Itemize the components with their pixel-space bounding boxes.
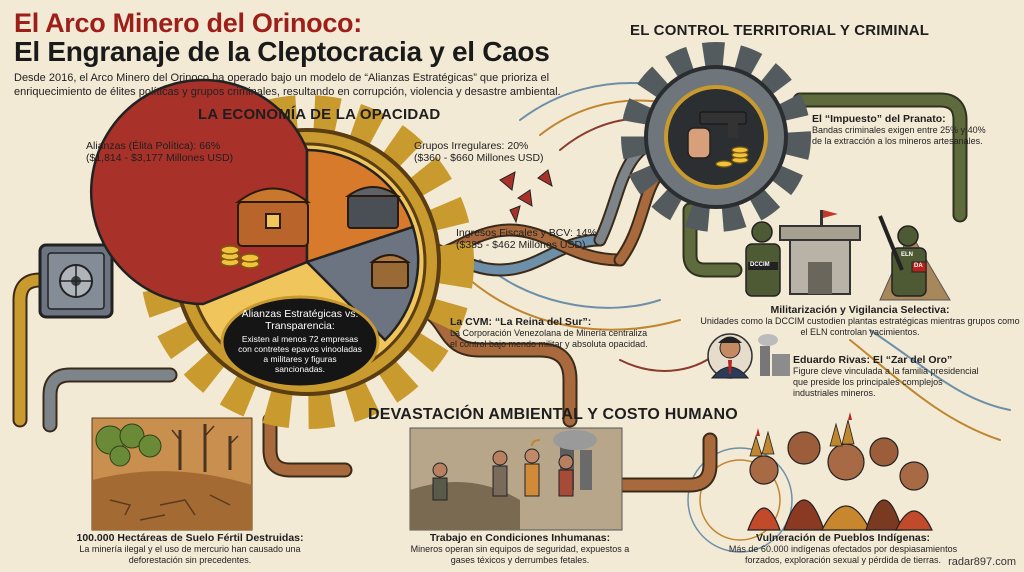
cvm-body: La Corporación Venezolana de Minería cen… [450, 328, 648, 349]
trabajo-block: Trabajo en Condiciones Inhumanas: Minero… [400, 532, 640, 566]
indigenas-block: Vulneración de Pueblos Indígenas: Más de… [718, 532, 968, 566]
soldier-tag-da: DA [914, 263, 923, 269]
cvm-heading: La CVM: “La Reina del Sur”: [450, 316, 592, 328]
fiscales-label: Ingresos Fiscales y BCV: 14% [456, 227, 597, 239]
deforestation-scene [91, 417, 253, 531]
militarizacion-body: Unidades como la DCCIM custodien plantas… [700, 316, 1020, 337]
hectareas-body: La minería ilegal y el uso de mercurio h… [79, 544, 301, 565]
miners-scene [409, 427, 623, 531]
impuesto-body: Bandas criminales exigen entre 25% y 40%… [812, 125, 986, 146]
label-alianzas: Alianzas (Élita Política): 66% ($1,814 -… [86, 140, 233, 164]
hectareas-block: 100.000 Hectáreas de Suelo Fértil Destru… [72, 532, 308, 566]
indigenas-heading: Vulneración de Pueblos Indígenas: [755, 532, 931, 544]
rivas-portrait [707, 333, 790, 379]
impuesto-heading: El “Impuesto” del Pranato: [812, 113, 946, 125]
rivas-heading: Eduardo Rivas: El “Zar del Oro” [793, 354, 953, 366]
soldier-tag-eln: ELN [901, 252, 913, 258]
gear-note-heading: Alianzas Estratégicas vs. Transparencia: [241, 308, 359, 332]
grupos-label: Grupos Irregulares: 20% [414, 140, 529, 152]
gear-center-note: Alianzas Estratégicas vs. Transparencia:… [238, 308, 362, 374]
trabajo-body: Mineros operan sin equipos de seguridad,… [410, 544, 630, 565]
rivas-block: Eduardo Rivas: El “Zar del Oro” Figure c… [793, 354, 988, 399]
trabajo-heading: Trabajo en Condiciones Inhumanas: [429, 532, 611, 544]
hectareas-heading: 100.000 Hectáreas de Suelo Fértil Destru… [76, 532, 304, 544]
gear-note-body: Existen al menos 72 empresas con contret… [238, 334, 362, 374]
title-line-2: El Engranaje de la Cleptocracia y el Cao… [14, 36, 550, 67]
cvm-block: La CVM: “La Reina del Sur”: La Corporaci… [450, 316, 655, 350]
section-title-environment: DEVASTACIÓN AMBIENTAL Y COSTO HUMANO [368, 406, 738, 423]
indigenas-body: Más de 60.000 indígenas ofectados por de… [728, 544, 958, 565]
safe-illustration [38, 243, 114, 319]
shards [499, 169, 553, 224]
label-fiscales: Ingresos Fiscales y BCV: 14% ($385 - $46… [456, 227, 597, 251]
military-scene [745, 210, 951, 301]
control-gear [621, 42, 811, 232]
site-credit: radar897.com [948, 556, 1016, 568]
title-line-1: El Arco Minero del Orinoco: [14, 8, 362, 38]
militarizacion-heading: Militarización y Vigilancia Selectiva: [770, 304, 950, 316]
grupos-range: ($360 - $660 Millones USD) [414, 152, 544, 164]
alianzas-label: Alianzas (Élita Política): 66% [86, 140, 221, 152]
impuesto-block: El “Impuesto” del Pranato: Bandas crimin… [812, 113, 987, 147]
soldier-tag-dccim: DCCIM [750, 262, 770, 268]
label-grupos: Grupos Irregulares: 20% ($360 - $660 Mil… [414, 140, 544, 164]
main-gear [89, 78, 474, 429]
section-title-economy: LA ECONOMÍA DE LA OPACIDAD [198, 106, 441, 123]
indigenous-scene [747, 412, 933, 531]
rivas-body: Figure cleve vinculada a la familia pres… [793, 366, 979, 398]
intro-paragraph: Desde 2016, el Arco Minero del Orinoco h… [14, 72, 561, 98]
alianzas-range: ($1,814 - $3,177 Millones USD) [86, 152, 234, 164]
fiscales-range: ($385 - $462 Millones USD) [456, 239, 586, 251]
militarizacion-block: Militarización y Vigilancia Selectiva: U… [700, 304, 1020, 338]
section-title-control: EL CONTROL TERRITORIAL Y CRIMINAL [630, 22, 930, 39]
